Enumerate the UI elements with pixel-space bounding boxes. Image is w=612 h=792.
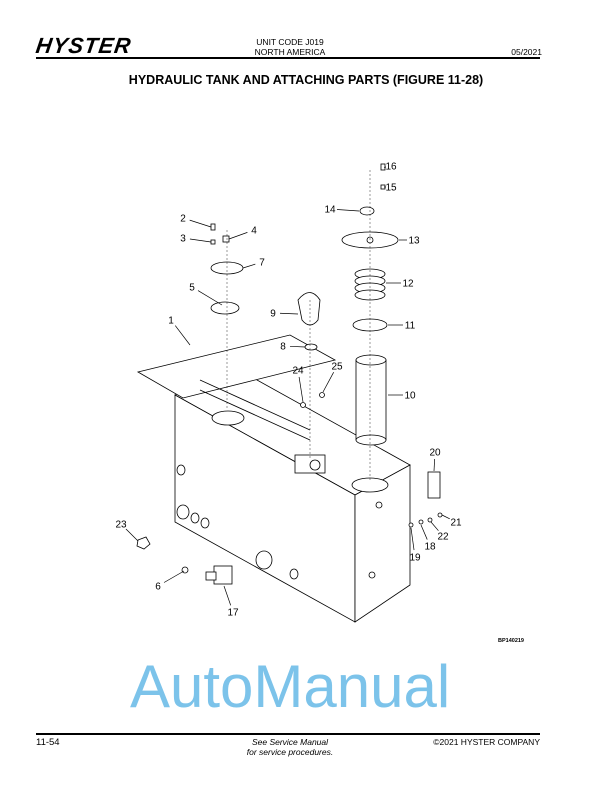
page-title: HYDRAULIC TANK AND ATTACHING PARTS (FIGU… — [128, 73, 484, 87]
callout-1: 1 — [168, 316, 174, 327]
footer-rule — [36, 733, 540, 735]
service-note-line2: for service procedures. — [246, 747, 334, 757]
callout-2: 2 — [180, 214, 186, 225]
leader-line-7 — [242, 263, 256, 269]
centerlines — [226, 170, 371, 480]
callout-15: 15 — [385, 183, 397, 194]
callout-4: 4 — [251, 226, 257, 237]
leader-line-4 — [228, 232, 248, 240]
service-note-line1: See Service Manual — [251, 737, 329, 747]
callout-17: 17 — [227, 608, 239, 619]
leader-line-9 — [279, 312, 299, 315]
leader-line-21 — [441, 514, 450, 520]
callout-19: 19 — [409, 553, 421, 564]
callout-6: 6 — [155, 582, 161, 593]
leader-line-24 — [298, 376, 304, 403]
unit-info: UNIT CODE J019 NORTH AMERICA — [230, 37, 350, 57]
service-note: See Service Manual for service procedure… — [230, 737, 350, 757]
leader-line-2 — [189, 219, 212, 228]
leader-line-8 — [289, 345, 306, 348]
leader-line-5 — [197, 290, 223, 306]
leader-line-1 — [174, 325, 191, 346]
tank-side — [354, 464, 411, 623]
callout-20: 20 — [429, 448, 441, 459]
callout-18: 18 — [424, 542, 436, 553]
cover-plate — [136, 334, 337, 399]
leader-line-6 — [163, 570, 185, 583]
leader-line-19 — [410, 527, 415, 551]
leader-line-23 — [125, 528, 139, 542]
issue-date: 05/2021 — [511, 47, 542, 57]
callout-7: 7 — [259, 258, 265, 269]
leader-line-25 — [322, 371, 334, 393]
callout-21: 21 — [450, 518, 462, 529]
leader-line-17 — [223, 585, 232, 606]
leader-line-3 — [189, 238, 212, 243]
region: NORTH AMERICA — [254, 47, 326, 57]
callout-5: 5 — [189, 283, 195, 294]
callout-24: 24 — [292, 366, 304, 377]
callout-3: 3 — [180, 234, 186, 245]
callout-9: 9 — [270, 309, 276, 320]
page-number: 11-54 — [36, 737, 60, 748]
callout-22: 22 — [437, 532, 449, 543]
callout-8: 8 — [280, 342, 286, 353]
callout-14: 14 — [324, 205, 336, 216]
callout-13: 13 — [408, 236, 420, 247]
header-rule — [36, 57, 540, 59]
callout-25: 25 — [331, 362, 343, 373]
callout-23: 23 — [115, 520, 127, 531]
leader-line-22 — [430, 521, 439, 531]
callout-12: 12 — [402, 279, 414, 290]
callout-16: 16 — [385, 162, 397, 173]
figure-id: BP140219 — [498, 638, 524, 644]
tank-body — [136, 334, 411, 623]
unit-code: UNIT CODE J019 — [256, 37, 324, 47]
callout-11: 11 — [405, 321, 416, 332]
leader-line-20 — [433, 458, 435, 472]
leader-line-18 — [420, 524, 428, 540]
leader-line-14 — [336, 209, 360, 212]
callout-10: 10 — [404, 391, 416, 402]
copyright: ©2021 HYSTER COMPANY — [433, 737, 540, 747]
